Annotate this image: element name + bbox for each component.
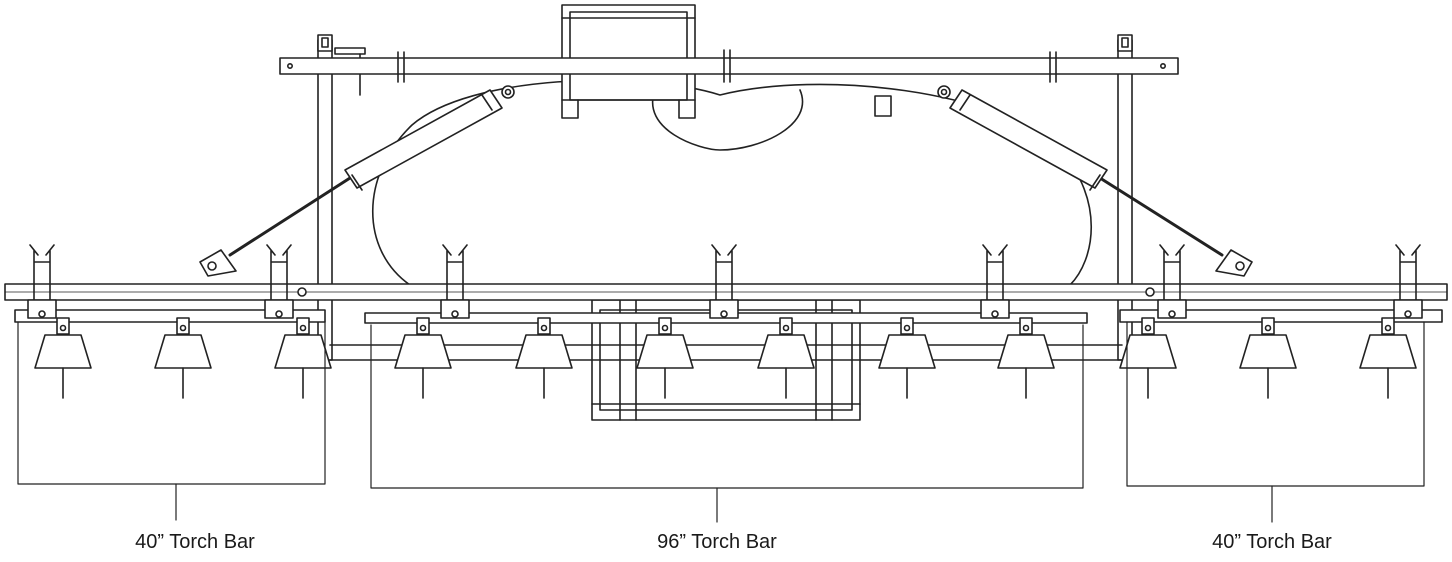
dimension-bracket-left xyxy=(17,321,326,521)
torch-mount-brackets xyxy=(27,244,1423,319)
upper-handle-frame xyxy=(561,4,696,119)
torch-heads xyxy=(34,317,1417,399)
dimension-bracket-right xyxy=(1126,321,1425,523)
top-cross-bar xyxy=(279,49,1179,117)
left-vertical-post xyxy=(317,34,366,361)
callout-right-torch-bar: 40” Torch Bar xyxy=(1212,531,1332,553)
callout-center-torch-bar: 96” Torch Bar xyxy=(657,531,777,553)
left-hydraulic-cylinder xyxy=(199,85,515,277)
callout-left-torch-bar: 40” Torch Bar xyxy=(135,531,255,553)
right-hydraulic-cylinder xyxy=(937,85,1253,277)
tank-top-bulge xyxy=(651,89,804,151)
dimension-bracket-center xyxy=(370,324,1084,523)
